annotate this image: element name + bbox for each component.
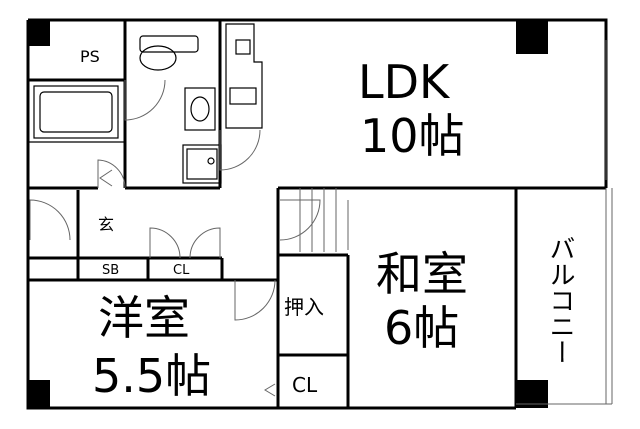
bathtub [33,85,119,139]
youshitsu-name: 洋室 [98,291,190,345]
ldk-name: LDK [358,55,451,109]
cl-entrance-label: CL [173,263,190,278]
interior-walls [28,20,606,408]
oshiire-label: 押入 [284,295,324,319]
youshitsu-size: 5.5帖 [92,349,211,403]
sb-label: SB [102,263,119,278]
balcony-label: バルコニー [545,235,575,365]
fixtures [28,23,263,184]
cl-western-label: CL [292,373,318,397]
washitsu-name: 和室 [376,247,468,301]
washbasin [184,87,216,131]
washitsu-size: 6帖 [384,301,459,355]
toilet [139,35,199,53]
entrance-label: 玄 [98,215,114,234]
ldk-size: 10帖 [360,109,465,163]
washing-machine-pan [182,144,222,184]
balcony-outline [516,40,613,405]
columns [28,20,548,408]
ps-label: PS [80,47,100,66]
doors [29,79,349,397]
kitchen-counter [225,23,263,129]
